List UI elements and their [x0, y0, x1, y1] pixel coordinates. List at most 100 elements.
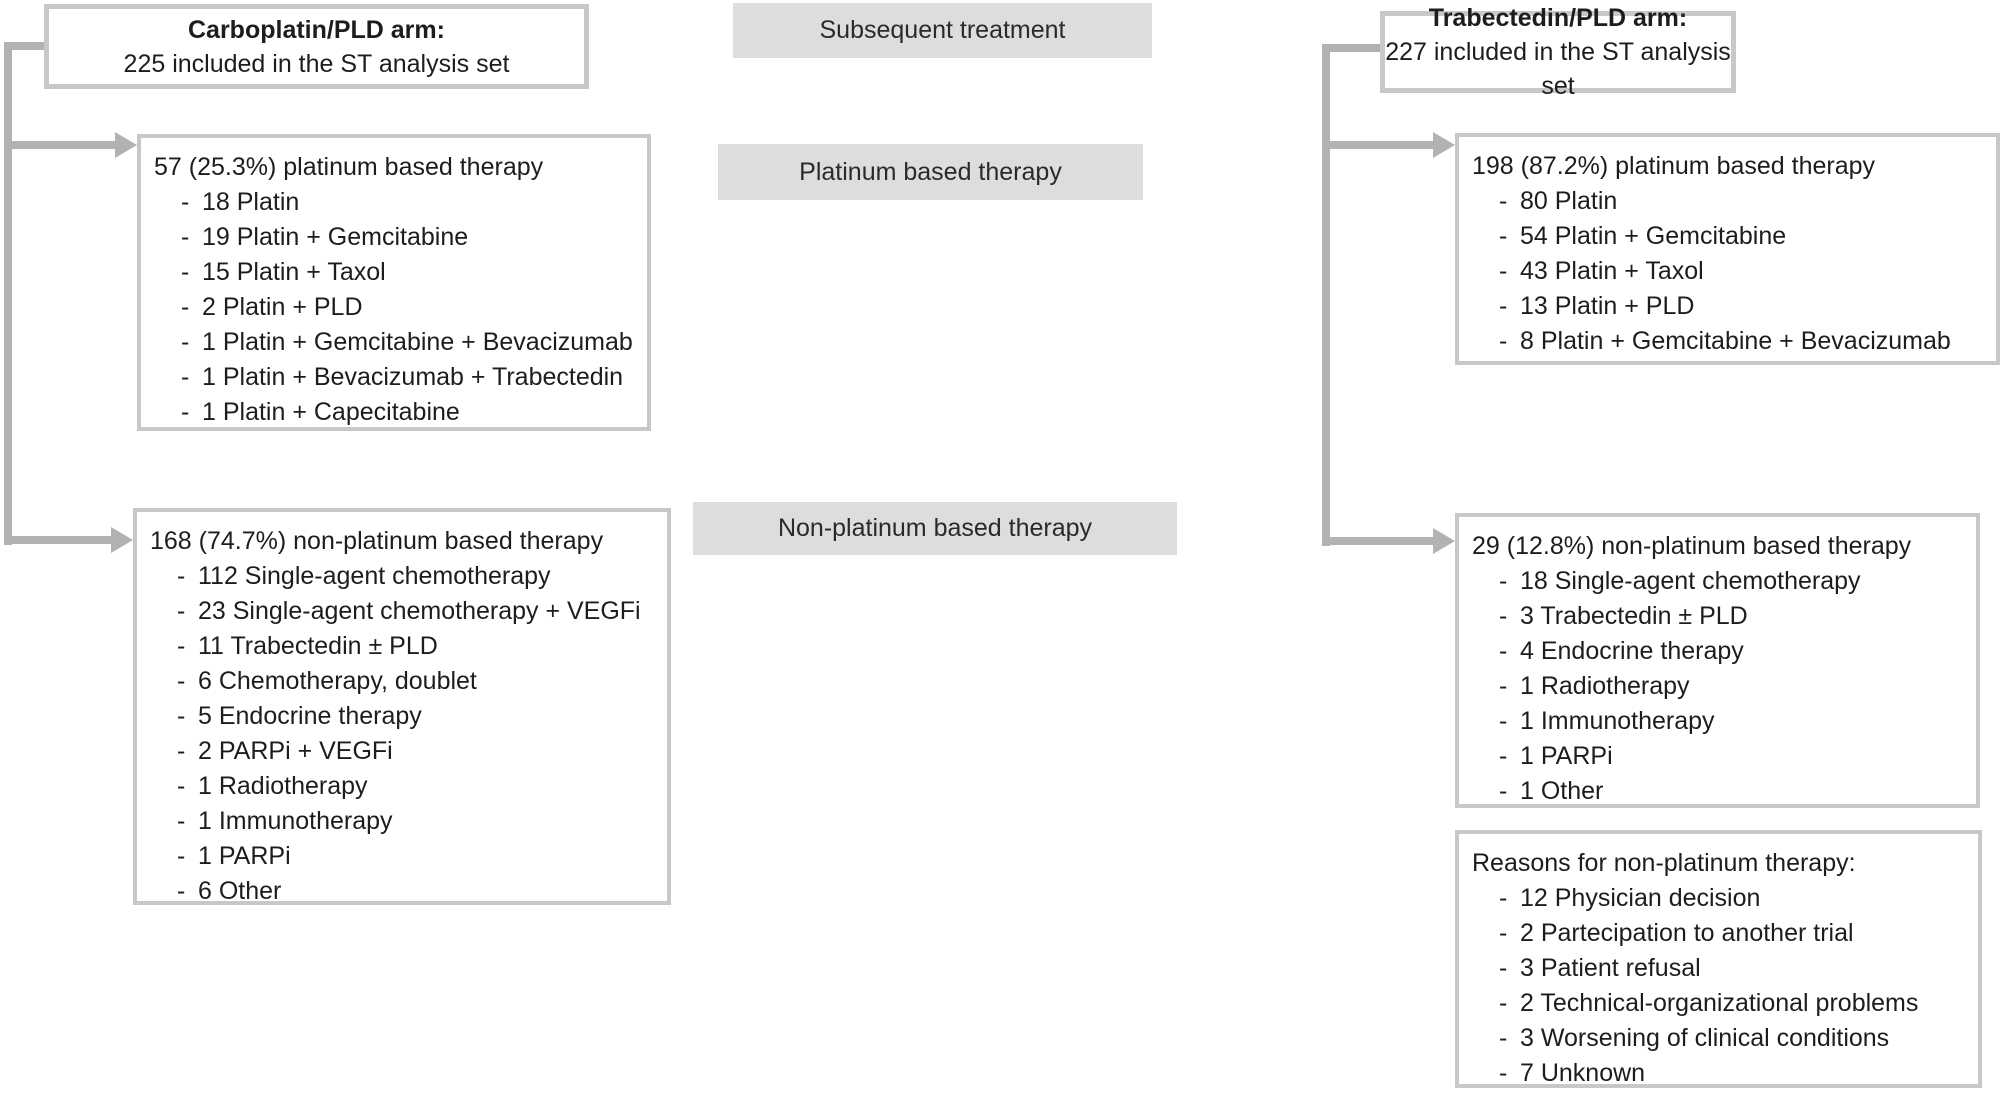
item-text: 12 Physician decision: [1520, 884, 1761, 912]
list-item: -7 Unknown: [1499, 1056, 1978, 1091]
item-text: 1 Immunotherapy: [1520, 707, 1715, 735]
item-dash: -: [1499, 742, 1508, 770]
list-item: -12 Physician decision: [1499, 881, 1978, 916]
list-item: -1 PARPi: [177, 839, 667, 874]
list-item: -18 Platin: [181, 185, 647, 220]
item-text: 3 Patient refusal: [1520, 954, 1701, 982]
item-list: -18 Single-agent chemotherapy -3 Trabect…: [1499, 564, 1976, 809]
item-dash: -: [181, 363, 190, 391]
item-text: 1 Platin + Bevacizumab + Trabectedin: [202, 363, 624, 391]
list-item: -11 Trabectedin ± PLD: [177, 629, 667, 664]
list-item: -23 Single-agent chemotherapy + VEGFi: [177, 594, 667, 629]
item-text: 2 Partecipation to another trial: [1520, 919, 1854, 947]
list-item: -2 PARPi + VEGFi: [177, 734, 667, 769]
trabectedin-non-platinum-box: 29 (12.8%) non-platinum based therapy -1…: [1455, 513, 1980, 808]
label-platinum-therapy: Platinum based therapy: [718, 144, 1143, 200]
item-dash: -: [1499, 919, 1508, 947]
arrowhead: [1433, 132, 1455, 158]
box-header: 29 (12.8%) non-platinum based therapy: [1472, 532, 1912, 560]
label-non-platinum-therapy: Non-platinum based therapy: [693, 502, 1177, 555]
item-text: 19 Platin + Gemcitabine: [202, 223, 469, 251]
item-text: 1 Platin + Gemcitabine + Bevacizumab: [202, 328, 633, 356]
item-list: -80 Platin -54 Platin + Gemcitabine -43 …: [1499, 184, 1996, 359]
item-dash: -: [1499, 989, 1508, 1017]
item-text: 43 Platin + Taxol: [1520, 257, 1704, 285]
item-dash: -: [181, 223, 190, 251]
item-dash: -: [181, 328, 190, 356]
list-item: -15 Platin + Taxol: [181, 255, 647, 290]
item-dash: -: [1499, 637, 1508, 665]
item-list: -12 Physician decision -2 Partecipation …: [1499, 881, 1978, 1091]
connector-line: [4, 536, 112, 544]
item-text: 3 Trabectedin ± PLD: [1520, 602, 1748, 630]
item-text: 2 Technical-organizational problems: [1520, 989, 1919, 1017]
list-item: -19 Platin + Gemcitabine: [181, 220, 647, 255]
list-item: -2 Platin + PLD: [181, 290, 647, 325]
item-dash: -: [1499, 257, 1508, 285]
list-item: -2 Partecipation to another trial: [1499, 916, 1978, 951]
list-item: -1 Radiotherapy: [177, 769, 667, 804]
list-item: -2 Technical-organizational problems: [1499, 986, 1978, 1021]
trabectedin-arm-box: Trabectedin/PLD arm: 227 included in the…: [1380, 4, 1736, 100]
connector-line: [4, 42, 44, 50]
item-dash: -: [177, 667, 186, 695]
list-item: -1 Other: [1499, 774, 1976, 809]
list-item: -1 Platin + Capecitabine: [181, 395, 647, 430]
item-dash: -: [1499, 567, 1508, 595]
item-text: 5 Endocrine therapy: [198, 702, 422, 730]
item-text: 18 Platin: [202, 188, 300, 216]
item-dash: -: [177, 597, 186, 625]
bar-label: Platinum based therapy: [799, 157, 1062, 186]
list-item: -1 PARPi: [1499, 739, 1976, 774]
carboplatin-non-platinum-box: 168 (74.7%) non-platinum based therapy -…: [133, 508, 671, 905]
item-text: 1 Platin + Capecitabine: [202, 398, 460, 426]
item-dash: -: [181, 258, 190, 286]
item-dash: -: [181, 293, 190, 321]
list-item: -4 Endocrine therapy: [1499, 634, 1976, 669]
item-text: 7 Unknown: [1520, 1059, 1646, 1087]
bar-label: Non-platinum based therapy: [777, 514, 1093, 542]
connector-line: [1322, 141, 1434, 149]
item-text: 80 Platin: [1520, 187, 1618, 215]
item-text: 1 PARPi: [1520, 742, 1613, 770]
list-item: -6 Chemotherapy, doublet: [177, 664, 667, 699]
item-dash: -: [1499, 327, 1508, 355]
connector-line: [4, 141, 116, 149]
connector-line: [4, 42, 12, 545]
item-dash: -: [177, 737, 186, 765]
item-text: 2 PARPi + VEGFi: [198, 737, 393, 765]
item-dash: -: [177, 772, 186, 800]
item-list: -18 Platin -19 Platin + Gemcitabine -15 …: [181, 185, 647, 430]
list-item: -43 Platin + Taxol: [1499, 254, 1996, 289]
connector-line: [1322, 44, 1380, 52]
item-text: 1 Radiotherapy: [1520, 672, 1690, 700]
item-dash: -: [1499, 777, 1508, 805]
item-text: 3 Worsening of clinical conditions: [1520, 1024, 1890, 1052]
list-item: -3 Trabectedin ± PLD: [1499, 599, 1976, 634]
item-text: 2 Platin + PLD: [202, 293, 363, 321]
item-dash: -: [181, 188, 190, 216]
item-text: 23 Single-agent chemotherapy + VEGFi: [198, 597, 641, 625]
item-dash: -: [1499, 222, 1508, 250]
bar-label: Subsequent treatment: [819, 16, 1066, 44]
item-dash: -: [177, 807, 186, 835]
item-text: 112 Single-agent chemotherapy: [198, 562, 551, 590]
item-dash: -: [1499, 672, 1508, 700]
list-item: -112 Single-agent chemotherapy: [177, 559, 667, 594]
list-item: -80 Platin: [1499, 184, 1996, 219]
item-dash: -: [1499, 884, 1508, 912]
list-item: -13 Platin + PLD: [1499, 289, 1996, 324]
item-dash: -: [177, 702, 186, 730]
item-dash: -: [1499, 1024, 1508, 1052]
trabectedin-platinum-box: 198 (87.2%) platinum based therapy -80 P…: [1455, 133, 2000, 365]
list-item: -6 Other: [177, 874, 667, 909]
arrowhead: [111, 527, 133, 553]
arrowhead: [115, 132, 137, 158]
connector-line: [1322, 537, 1434, 545]
box-header: 168 (74.7%) non-platinum based therapy: [150, 527, 604, 555]
list-item: -18 Single-agent chemotherapy: [1499, 564, 1976, 599]
item-dash: -: [177, 632, 186, 660]
box-header: 198 (87.2%) platinum based therapy: [1472, 152, 1876, 180]
arm-title: Carboplatin/PLD arm:: [188, 15, 445, 44]
